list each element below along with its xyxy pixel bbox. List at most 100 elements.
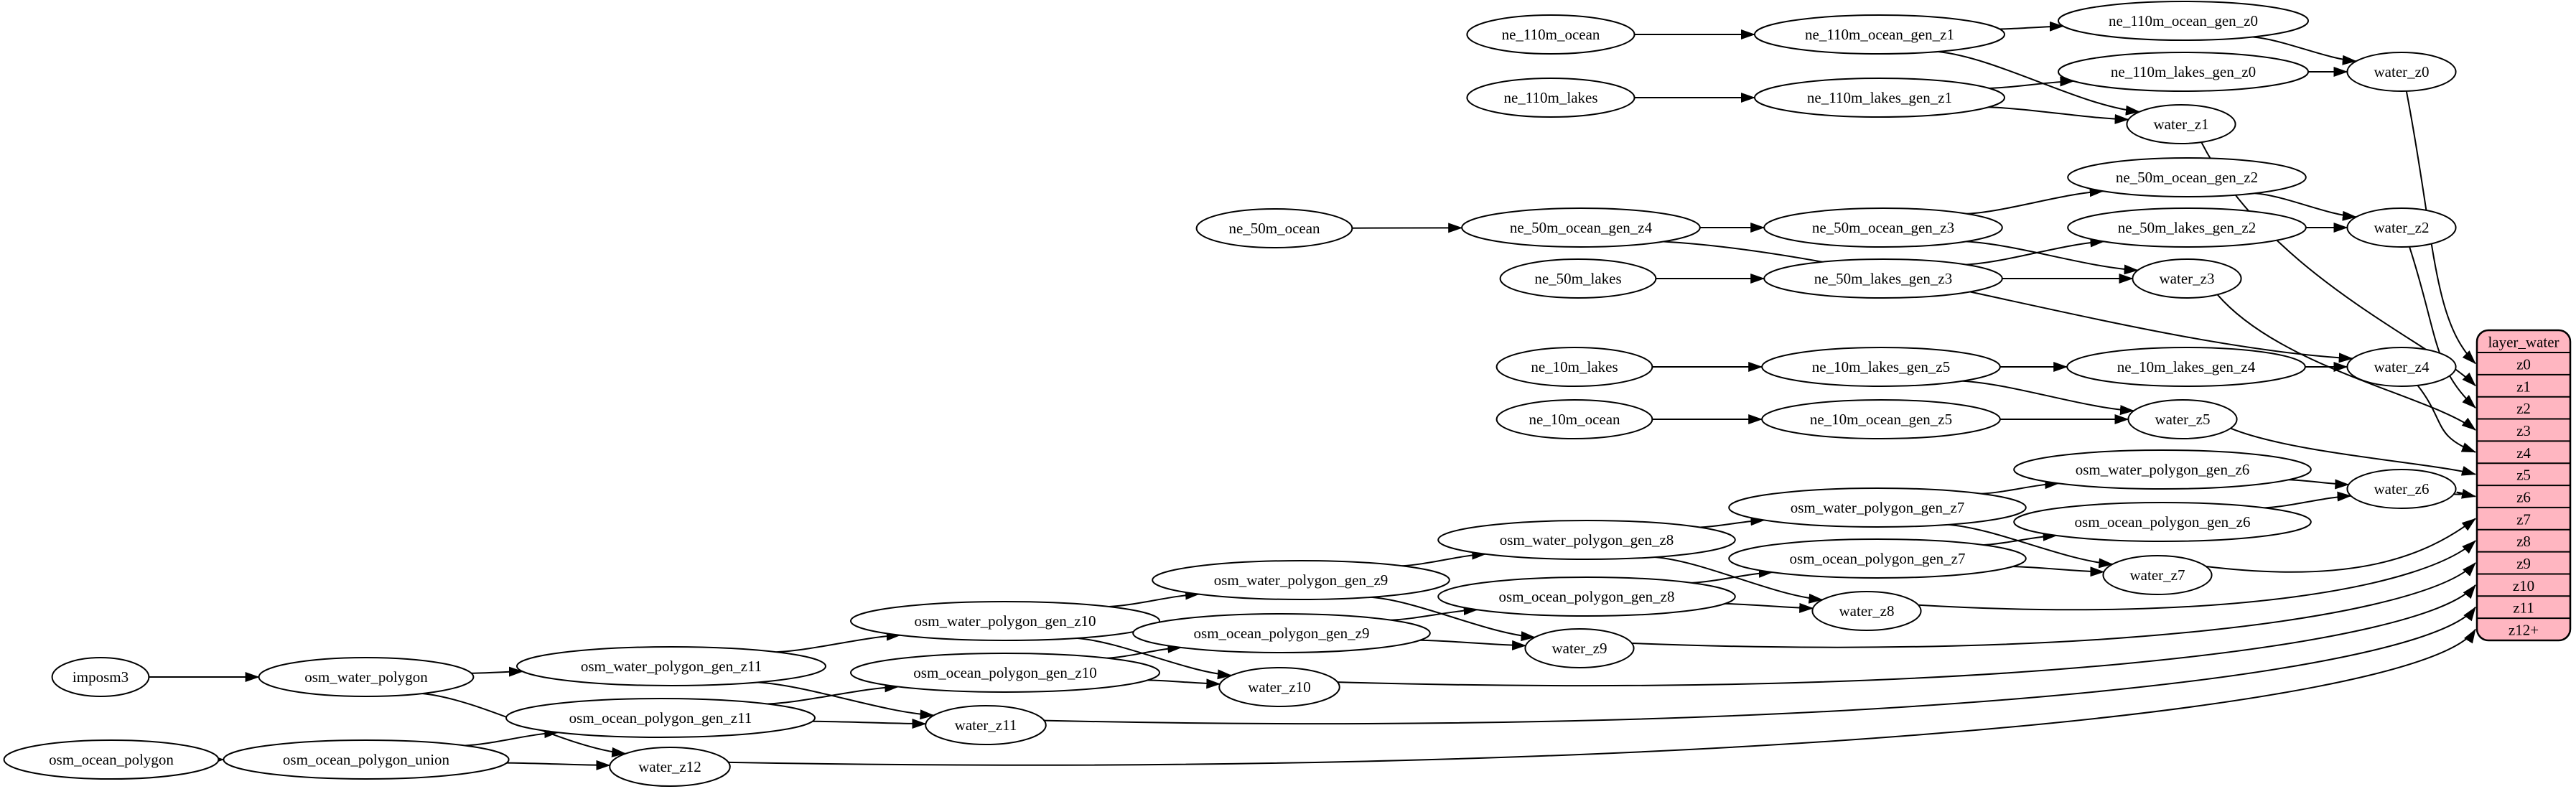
node-osm_water_polygon_gen_z10: osm_water_polygon_gen_z10 — [850, 601, 1160, 641]
node-ne_50m_lakes: ne_50m_lakes — [1499, 258, 1657, 299]
node-osm_water_polygon_gen_z8-label: osm_water_polygon_gen_z8 — [1500, 531, 1674, 548]
node-osm_water_polygon_gen_z9-label: osm_water_polygon_gen_z9 — [1214, 571, 1389, 589]
node-osm_ocean_polygon_gen_z9-shape — [1132, 613, 1431, 653]
node-water_z0-label: water_z0 — [2374, 63, 2430, 80]
edge-ne_10m_lakes_gen_z5-to-water_z5 — [1962, 380, 2134, 416]
node-osm_ocean_polygon_gen_z6-shape — [2013, 502, 2312, 542]
node-ne_110m_ocean_gen_z1: ne_110m_ocean_gen_z1 — [1754, 14, 2005, 55]
edge-water_z5-to-layer_water-z5 — [2230, 427, 2476, 476]
node-osm_ocean_polygon_gen_z8-label: osm_ocean_polygon_gen_z8 — [1499, 588, 1675, 605]
node-osm_water_polygon-shape — [258, 657, 475, 697]
node-osm_ocean_polygon_gen_z7: osm_ocean_polygon_gen_z7 — [1728, 538, 2027, 579]
node-water_z8-label: water_z8 — [1839, 602, 1895, 620]
edge-ne_110m_ocean_gen_z1-to-ne_110m_ocean_gen_z0 — [1999, 21, 2064, 32]
node-water_z2-label: water_z2 — [2374, 219, 2430, 236]
edge-ne_50m_ocean_gen_z2-to-water_z2 — [2254, 192, 2357, 221]
edge-osm_water_polygon_gen_z10-to-water_z10 — [1076, 637, 1232, 680]
edge-osm_ocean_polygon_union-to-osm_ocean_polygon_gen_z11 — [465, 728, 559, 747]
node-water_z7-shape — [2102, 555, 2213, 595]
node-osm_water_polygon_gen_z9-shape — [1152, 560, 1450, 600]
edge-osm_water_polygon_gen_z10-to-osm_water_polygon_gen_z9 — [1109, 589, 1200, 607]
node-osm_ocean_polygon_union-shape — [223, 739, 510, 780]
record-layer-water-title: layer_water — [2488, 334, 2559, 351]
node-ne_10m_lakes_gen_z4: ne_10m_lakes_gen_z4 — [2066, 347, 2306, 387]
edge-osm_water_polygon_gen_z8-to-osm_water_polygon_gen_z7 — [1699, 515, 1765, 528]
record-row-z9: z9 — [2516, 555, 2531, 572]
edge-water_z8-to-layer_water-z8 — [1918, 540, 2476, 611]
node-osm_water_polygon_gen_z7: osm_water_polygon_gen_z7 — [1728, 487, 2027, 528]
record-row-z1: z1 — [2516, 378, 2531, 395]
node-water_z12-label: water_z12 — [638, 758, 701, 775]
node-water_z2: water_z2 — [2346, 207, 2457, 248]
edge-osm_ocean_polygon_gen_z6-to-water_z6 — [2264, 491, 2352, 509]
edge-osm_ocean_polygon_gen_z7-to-osm_ocean_polygon_gen_z6 — [1983, 531, 2058, 546]
node-ne_110m_lakes: ne_110m_lakes — [1466, 78, 1635, 118]
node-ne_50m_lakes-label: ne_50m_lakes — [1534, 270, 1621, 287]
node-water_z4-shape — [2346, 347, 2457, 387]
edge-osm_ocean_polygon_gen_z10-to-water_z10 — [1147, 678, 1221, 689]
record-row-z10: z10 — [2513, 577, 2534, 594]
node-osm_ocean_polygon_gen_z8: osm_ocean_polygon_gen_z8 — [1437, 576, 1736, 617]
node-water_z7-label: water_z7 — [2130, 566, 2185, 584]
record-row-z0: z0 — [2516, 355, 2531, 373]
node-ne_110m_lakes-label: ne_110m_lakes — [1503, 89, 1597, 106]
edge-water_z2-to-layer_water-z2 — [2409, 246, 2476, 408]
node-water_z9-shape — [1524, 628, 1635, 668]
node-water_z6-label: water_z6 — [2374, 480, 2430, 498]
node-ne_50m_ocean_gen_z4: ne_50m_ocean_gen_z4 — [1461, 207, 1701, 248]
node-osm_water_polygon_gen_z9: osm_water_polygon_gen_z9 — [1152, 560, 1450, 600]
edge-osm_water_polygon_gen_z9-to-osm_water_polygon_gen_z8 — [1401, 549, 1487, 567]
node-water_z1-shape — [2126, 104, 2236, 144]
node-water_z4-label: water_z4 — [2374, 358, 2430, 375]
edge-osm_water_polygon_gen_z11-to-osm_water_polygon_gen_z10 — [776, 630, 901, 653]
node-ne_50m_lakes_gen_z3: ne_50m_lakes_gen_z3 — [1763, 258, 2003, 299]
node-osm_water_polygon_gen_z6: osm_water_polygon_gen_z6 — [2013, 449, 2312, 490]
record-row-z7: z7 — [2516, 510, 2531, 528]
node-ne_10m_lakes_gen_z5-label: ne_10m_lakes_gen_z5 — [1812, 358, 1950, 375]
record-row-z5: z5 — [2516, 467, 2531, 484]
node-imposm3: imposm3 — [51, 657, 150, 697]
node-ne_10m_ocean-label: ne_10m_ocean — [1529, 411, 1620, 428]
node-osm_ocean_polygon_gen_z10-label: osm_ocean_polygon_gen_z10 — [913, 664, 1096, 681]
node-ne_50m_ocean_gen_z4-label: ne_50m_ocean_gen_z4 — [1510, 219, 1653, 236]
node-osm_ocean_polygon-label: osm_ocean_polygon — [49, 751, 174, 768]
edge-water_z11-to-layer_water-z11 — [1044, 606, 2476, 725]
node-ne_50m_ocean_gen_z2-shape — [2067, 157, 2307, 197]
node-osm_ocean_polygon_gen_z9: osm_ocean_polygon_gen_z9 — [1132, 613, 1431, 653]
record-row-z12-plus: z12+ — [2509, 622, 2539, 639]
node-water_z0-shape — [2346, 52, 2457, 92]
node-osm_ocean_polygon_gen_z7-label: osm_ocean_polygon_gen_z7 — [1790, 550, 1966, 567]
node-osm_ocean_polygon_gen_z11: osm_ocean_polygon_gen_z11 — [505, 698, 816, 738]
node-water_z8: water_z8 — [1811, 591, 1922, 631]
node-ne_50m_ocean: ne_50m_ocean — [1195, 208, 1353, 248]
node-ne_110m_lakes_gen_z0: ne_110m_lakes_gen_z0 — [2058, 52, 2309, 92]
node-osm_ocean_polygon_gen_z10-shape — [850, 653, 1160, 693]
node-water_z11-shape — [925, 705, 1047, 745]
edge-ne_50m_ocean_gen_z3-to-water_z3 — [1966, 241, 2139, 275]
node-water_z1: water_z1 — [2126, 104, 2236, 144]
node-osm_ocean_polygon_union: osm_ocean_polygon_union — [223, 739, 510, 780]
edge-osm_water_polygon_gen_z7-to-osm_water_polygon_gen_z6 — [1981, 479, 2060, 495]
node-ne_10m_lakes_gen_z4-label: ne_10m_lakes_gen_z4 — [2117, 358, 2256, 375]
node-water_z12-shape — [609, 747, 731, 787]
edge-osm_ocean_polygon_gen_z10-to-osm_ocean_polygon_gen_z9 — [1106, 643, 1182, 659]
node-osm_water_polygon_gen_z7-label: osm_water_polygon_gen_z7 — [1791, 499, 1965, 516]
node-water_z3: water_z3 — [2132, 258, 2242, 299]
edge-osm_water_polygon_gen_z11-to-water_z11 — [757, 681, 935, 720]
node-ne_110m_lakes-shape — [1466, 78, 1635, 118]
node-osm_water_polygon_gen_z8: osm_water_polygon_gen_z8 — [1437, 520, 1736, 560]
node-osm_ocean_polygon_gen_z7-shape — [1728, 538, 2027, 579]
edge-ne_50m_lakes_gen_z3-to-ne_50m_lakes_gen_z2 — [1966, 237, 2105, 266]
node-ne_50m_lakes_gen_z2-shape — [2067, 207, 2307, 248]
edge-osm_water_polygon_gen_z9-to-water_z9 — [1371, 596, 1536, 642]
node-osm_water_polygon_gen_z10-shape — [850, 601, 1160, 641]
node-water_z2-shape — [2346, 207, 2457, 248]
edge-ne_110m_lakes_gen_z1-to-ne_110m_lakes_gen_z0 — [1989, 76, 2075, 89]
edge-osm_ocean_polygon_gen_z7-to-water_z7 — [2012, 566, 2105, 577]
node-ne_10m_ocean_gen_z5-label: ne_10m_ocean_gen_z5 — [1810, 411, 1952, 428]
node-ne_50m_ocean_gen_z2-label: ne_50m_ocean_gen_z2 — [2116, 169, 2258, 186]
node-ne_110m_lakes_gen_z1-shape — [1754, 78, 2005, 118]
node-ne_10m_ocean_gen_z5-shape — [1761, 399, 2001, 439]
node-ne_50m_lakes_gen_z3-shape — [1763, 258, 2003, 299]
node-water_z0: water_z0 — [2346, 52, 2457, 92]
